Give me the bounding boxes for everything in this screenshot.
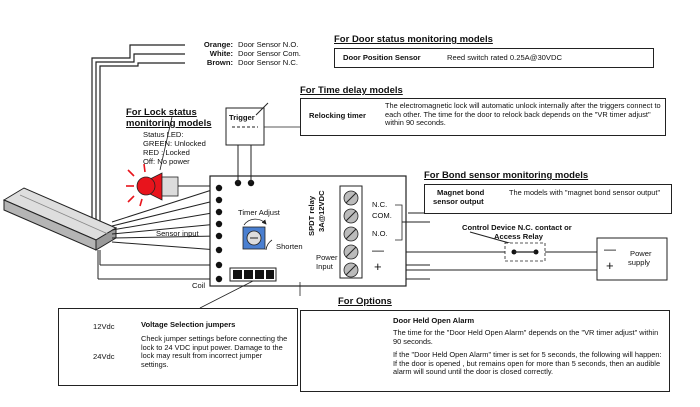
relay-label-1: SPDT relay (307, 195, 316, 236)
status-led (126, 163, 218, 207)
status-red: RED : Locked (143, 148, 190, 157)
control-device-line-2: Access Relay (494, 232, 543, 241)
door-sensor-label: Door Position Sensor (343, 53, 421, 62)
bond-sensor-label-2: sensor output (433, 197, 484, 206)
bond-sensor-desc: The models with "magnet bond sensor outp… (509, 188, 661, 197)
supply-plus: + (606, 258, 614, 273)
control-device-line-1: Control Device N.C. contact or (462, 223, 572, 232)
supply-minus: — (604, 242, 616, 256)
lock-status-title-1: For Lock status (126, 107, 197, 118)
alarm-desc-2: If the "Door Held Open Alarm" timer is s… (393, 350, 662, 377)
voltage-desc: Check jumper settings before connecting … (141, 334, 288, 370)
status-led-label: Status LED: (143, 130, 184, 139)
options-title: For Options (338, 296, 392, 307)
jumper-block (199, 267, 277, 309)
alarm-title: Door Held Open Alarm (393, 316, 475, 325)
timer-potentiometer (242, 218, 273, 251)
trigger-label: Trigger (229, 113, 255, 122)
no-label: N.O. (372, 229, 388, 238)
power-input-label-1: Power (316, 253, 338, 262)
power-supply-box (596, 237, 668, 281)
electromagnetic-lock (2, 187, 118, 251)
power-input-label-2: Input (316, 262, 333, 271)
nc-label: N.C. (372, 200, 388, 209)
orange-wire-desc: Door Sensor N.O. (238, 40, 299, 49)
white-wire-label: White: (209, 49, 233, 58)
lock-status-title-2: monitoring models (126, 118, 212, 129)
door-sensor-spec: Reed switch rated 0.25A@30VDC (447, 53, 562, 62)
supply-label-1: Power (630, 249, 652, 258)
relocking-timer-desc: The electromagnetic lock will automatic … (385, 101, 661, 128)
relocking-timer-label: Relocking timer (309, 111, 366, 120)
door-sensor-wires (91, 44, 185, 226)
brown-wire-label: Brown: (206, 58, 233, 67)
voltage-12-label: 12Vdc (93, 322, 115, 331)
relocking-timer-box: Relocking timer The electromagnetic lock… (300, 98, 666, 136)
sensor-input-label: Sensor input (156, 229, 199, 238)
bond-sensor-box: Magnet bond sensor output The models wit… (424, 184, 672, 214)
door-status-title: For Door status monitoring models (334, 34, 493, 45)
lock-status-leader (159, 116, 173, 171)
timer-adjust-label: Timer Adjust (238, 208, 280, 217)
com-label: COM. (372, 211, 392, 220)
time-delay-title: For Time delay models (300, 85, 403, 96)
options-box: Door Held Open Alarm The time for the "D… (300, 310, 670, 392)
door-status-box: Door Position Sensor Reed switch rated 0… (334, 48, 654, 68)
supply-label-2: supply (628, 258, 650, 267)
bond-sensor-title: For Bond sensor monitoring models (424, 170, 589, 181)
shorten-label: Shorten (276, 242, 303, 251)
relay-terminals (339, 185, 363, 279)
left-terminal-dots (215, 184, 223, 283)
voltage-selection-box: 12Vdc 24Vdc Voltage Selection jumpers Ch… (58, 308, 298, 386)
status-off: Off: No power (143, 157, 190, 166)
alarm-desc-1: The time for the "Door Held Open Alarm" … (393, 328, 659, 346)
white-wire-desc: Door Sensor Com. (238, 49, 301, 58)
status-green: GREEN: Unlocked (143, 139, 206, 148)
brown-wire-desc: Door Sensor N.C. (238, 58, 298, 67)
voltage-title: Voltage Selection jumpers (141, 320, 236, 329)
access-relay-switch (504, 242, 546, 262)
voltage-24-label: 24Vdc (93, 352, 115, 361)
orange-wire-label: Orange: (203, 40, 233, 49)
relay-label-2: 3A@12VDC (317, 190, 326, 232)
bond-sensor-label-1: Magnet bond (437, 188, 485, 197)
board-minus: — (372, 243, 384, 257)
controller-board (199, 102, 407, 309)
coil-label: Coil (192, 281, 206, 290)
board-plus: + (374, 259, 382, 274)
